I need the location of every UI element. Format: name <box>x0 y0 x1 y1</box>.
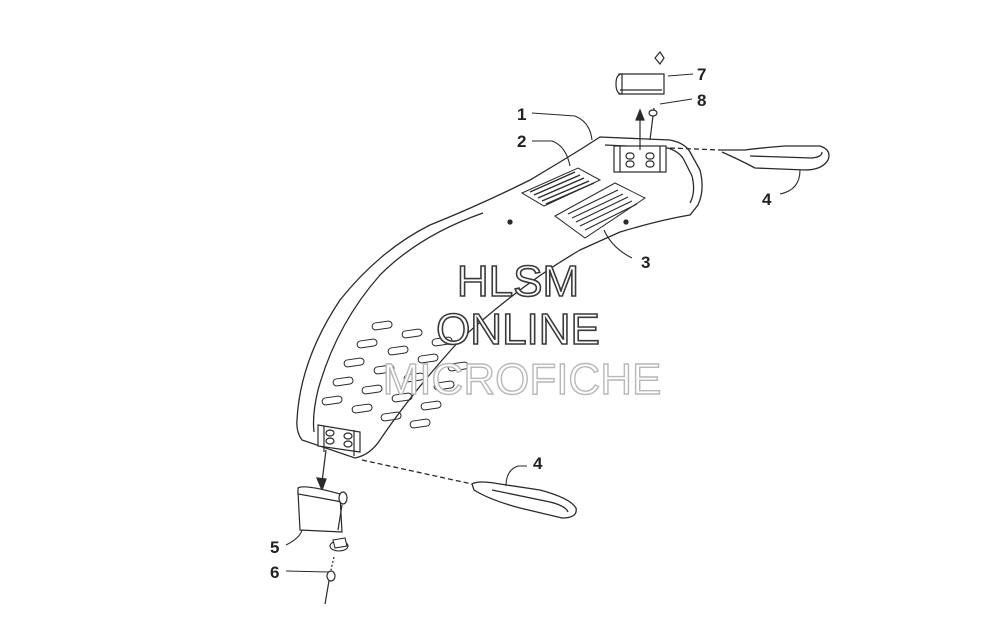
upper-hinge-bracket <box>613 108 667 173</box>
hinge-part-5 <box>297 486 348 533</box>
watermark-line-3: MICROFICHE <box>383 355 662 404</box>
leader-lines <box>285 73 801 573</box>
watermark-line-2: ONLINE <box>436 305 600 354</box>
decal-part-2 <box>520 167 602 207</box>
handle-part-4-upper <box>669 145 830 171</box>
callout-4-upper: 4 <box>762 190 772 209</box>
rivet-part-6 <box>324 556 336 605</box>
callout-1: 1 <box>517 105 526 124</box>
callout-2: 2 <box>517 132 526 151</box>
callout-3: 3 <box>641 253 650 272</box>
handle-part-4-lower <box>361 459 577 519</box>
decal-part-3 <box>554 182 646 239</box>
watermark-line-1: HLSM <box>457 257 579 306</box>
hinge-part-7 <box>615 50 665 95</box>
callout-7: 7 <box>697 65 706 84</box>
callout-4-lower: 4 <box>533 454 543 473</box>
washer-part <box>329 537 349 552</box>
lower-hinge-bracket <box>316 424 361 492</box>
vent-slots <box>321 320 469 429</box>
rivet-part-8 <box>648 107 658 141</box>
callout-8: 8 <box>697 91 706 110</box>
callout-6: 6 <box>270 563 279 582</box>
callout-5: 5 <box>270 538 279 557</box>
